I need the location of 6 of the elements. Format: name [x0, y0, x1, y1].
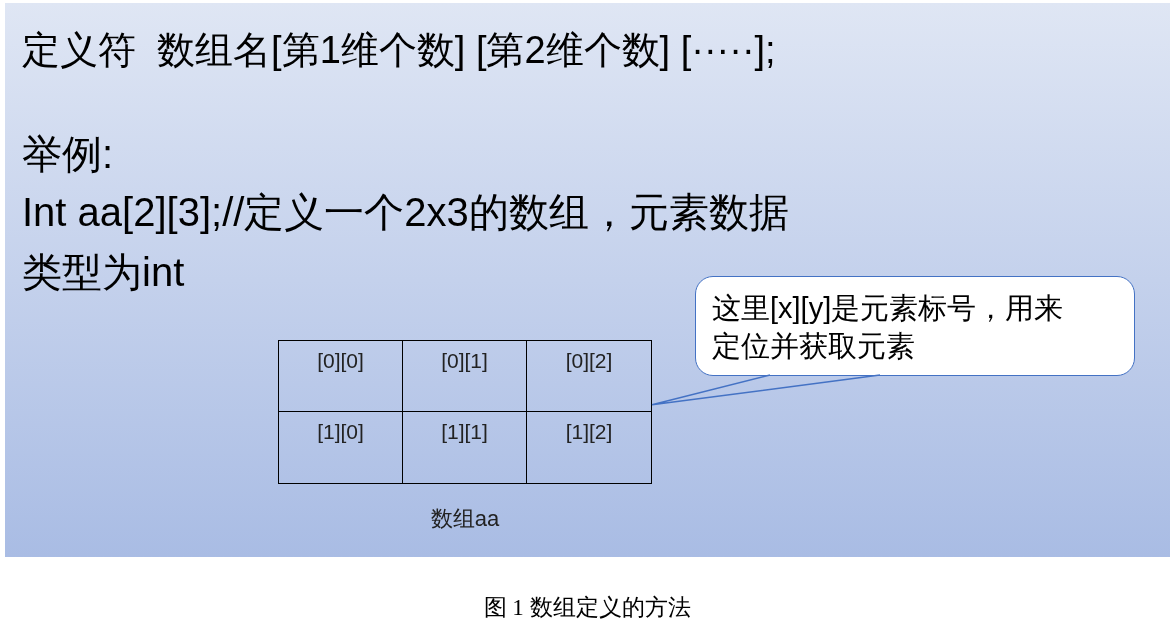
heading-text: 举例: [22, 131, 115, 178]
figure-caption: 图 1 数组定义的方法 [482, 594, 692, 622]
speech-bubble: 这里[x][y]是元素标号，用来定位并获取元素 [695, 276, 1135, 376]
table-caption: 数组aa [429, 505, 501, 533]
syntax-text: 定义符 数组名[第1维个数] [第2维个数] [·····]; [22, 28, 777, 73]
leader-line [651, 374, 881, 406]
